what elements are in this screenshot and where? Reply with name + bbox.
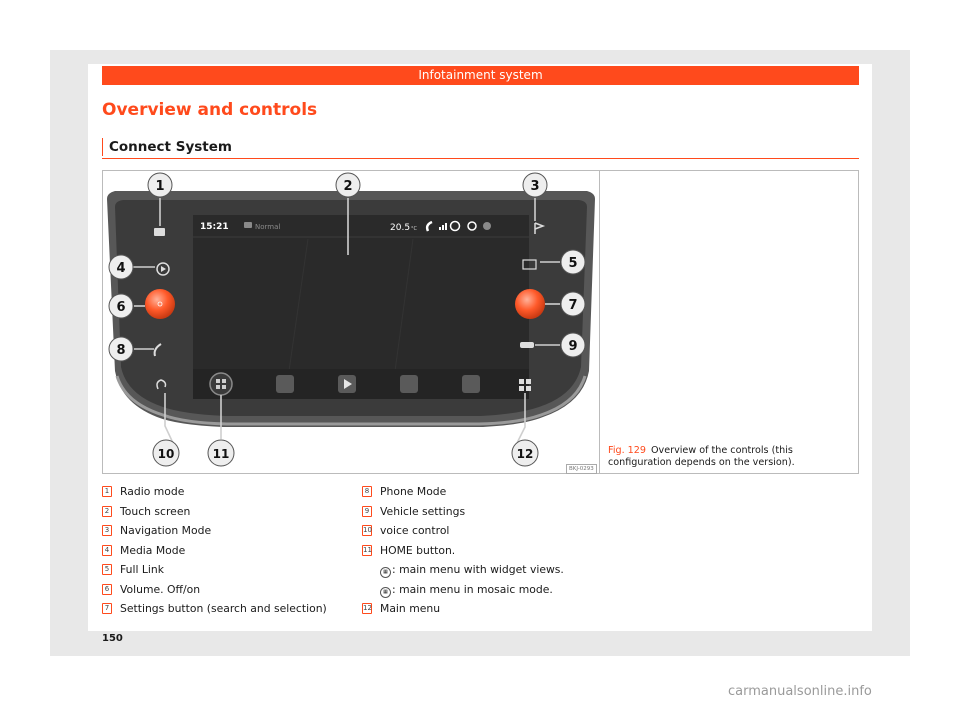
figure-box [102, 170, 859, 474]
media-play-icon [156, 262, 170, 276]
radio-icon [154, 228, 165, 236]
callout-8 [108, 336, 134, 362]
legend-number: 11 [362, 544, 372, 556]
screen-time: 15:21 [200, 222, 229, 232]
voice-icon [156, 379, 167, 390]
legend-number: 7 [102, 603, 112, 614]
legend-text: Radio mode [120, 485, 185, 498]
figure-divider [599, 170, 600, 474]
volume-knob-icon [145, 289, 175, 319]
home-sub-text: : main menu in mosaic mode. [392, 582, 553, 596]
callout-5 [560, 249, 586, 275]
navigation-flag-icon [534, 222, 546, 234]
callout-11-label: 11 [213, 447, 230, 461]
phone-icon [153, 343, 162, 357]
callout-2 [335, 172, 361, 198]
callout-10 [152, 439, 180, 467]
page-number: 150 [102, 633, 123, 644]
callout-6 [108, 293, 134, 319]
full-link-icon [522, 259, 537, 270]
callout-5-label: 5 [568, 256, 577, 271]
home-button-icon [209, 372, 233, 396]
legend-number: 4 [102, 544, 112, 556]
figure-caption-text: Overview of the controls (this configura… [608, 445, 795, 468]
home-sub-line: ▦: main menu in mosaic mode. [380, 581, 553, 599]
callout-4 [108, 254, 134, 280]
legend-number: 2 [102, 505, 112, 517]
callout-2-label: 2 [343, 179, 352, 194]
callout-1-label: 1 [155, 179, 164, 194]
figure-code: BKJ-0293 [566, 464, 597, 474]
callout-7-label: 7 [568, 298, 577, 313]
legend-text: Navigation Mode [120, 524, 212, 537]
legend-left: 1 Radio mode 2 Touch screen 3 Navigation… [102, 483, 342, 618]
watermark: carmanualsonline.info [728, 684, 872, 699]
legend-number: 9 [362, 505, 372, 517]
callout-4-label: 4 [116, 261, 125, 276]
menu-grid-icon [519, 379, 524, 384]
callout-6-label: 6 [116, 300, 125, 315]
status-seat-icon [467, 221, 477, 231]
legend-text: Main menu [380, 602, 441, 615]
callout-11 [207, 439, 235, 467]
legend-number: 1 [102, 486, 112, 497]
legend-text: Full Link [120, 563, 165, 576]
callout-7 [560, 291, 586, 317]
callout-8-label: 8 [116, 343, 125, 358]
legend-number: 10 [362, 525, 372, 536]
status-phone-icon [425, 220, 433, 232]
callout-9 [560, 332, 586, 358]
callout-10-label: 10 [158, 447, 175, 461]
legend-text: Vehicle settings [380, 504, 466, 518]
chapter-header: Infotainment system [102, 66, 859, 85]
section-subtitle: Connect System [102, 138, 232, 156]
figure-label: Fig. 129 [608, 445, 646, 456]
mosaic-view-icon: ▦ [380, 586, 391, 598]
legend-number: 12 [362, 603, 372, 614]
dock-fulllink-icon [462, 375, 480, 393]
status-dot-icon [483, 222, 491, 230]
callout-9-label: 9 [568, 339, 577, 354]
legend-text: Media Mode [120, 543, 186, 557]
dock-phone-icon [400, 375, 418, 393]
callout-12-label: 12 [517, 447, 534, 461]
touch-screen [193, 215, 529, 399]
callout-12 [511, 439, 539, 467]
legend-text: HOME button. [380, 543, 456, 557]
legend-text: Phone Mode [380, 485, 447, 498]
screen-mode: Normal [255, 223, 280, 231]
callout-1 [147, 172, 173, 198]
subtitle-rule [102, 158, 859, 159]
callout-3 [522, 172, 548, 198]
status-globe-icon [449, 220, 461, 232]
home-sub-text: : main menu with widget views. [392, 563, 564, 576]
legend-number: 5 [102, 564, 112, 575]
legend-text: voice control [380, 524, 450, 537]
legend-right: 8 Phone Mode 9 Vehicle settings 10 voice… [362, 483, 602, 618]
car-icon [520, 342, 534, 348]
section-title: Overview and controls [102, 100, 318, 120]
screen-temp-unit: °C [411, 226, 418, 232]
settings-knob-icon [515, 289, 545, 319]
chrome-trim [115, 375, 587, 426]
legend-number: 6 [102, 583, 112, 595]
widget-view-icon: ▦ [380, 567, 391, 578]
legend-text: Touch screen [120, 504, 191, 518]
legend-text: Volume. Off/on [120, 582, 201, 596]
legend-text: Settings button (search and selection) [120, 602, 327, 615]
infotainment-illustration: 15:21 Normal 20.5 °C 1 2 [107, 172, 595, 467]
dock-settings-icon [276, 375, 294, 393]
screen-temperature: 20.5 [390, 223, 410, 233]
legend-number: 3 [102, 525, 112, 536]
callout-3-label: 3 [530, 179, 539, 194]
legend-number: 8 [362, 486, 372, 497]
home-sub-line: ▦: main menu with widget views. [380, 561, 564, 579]
